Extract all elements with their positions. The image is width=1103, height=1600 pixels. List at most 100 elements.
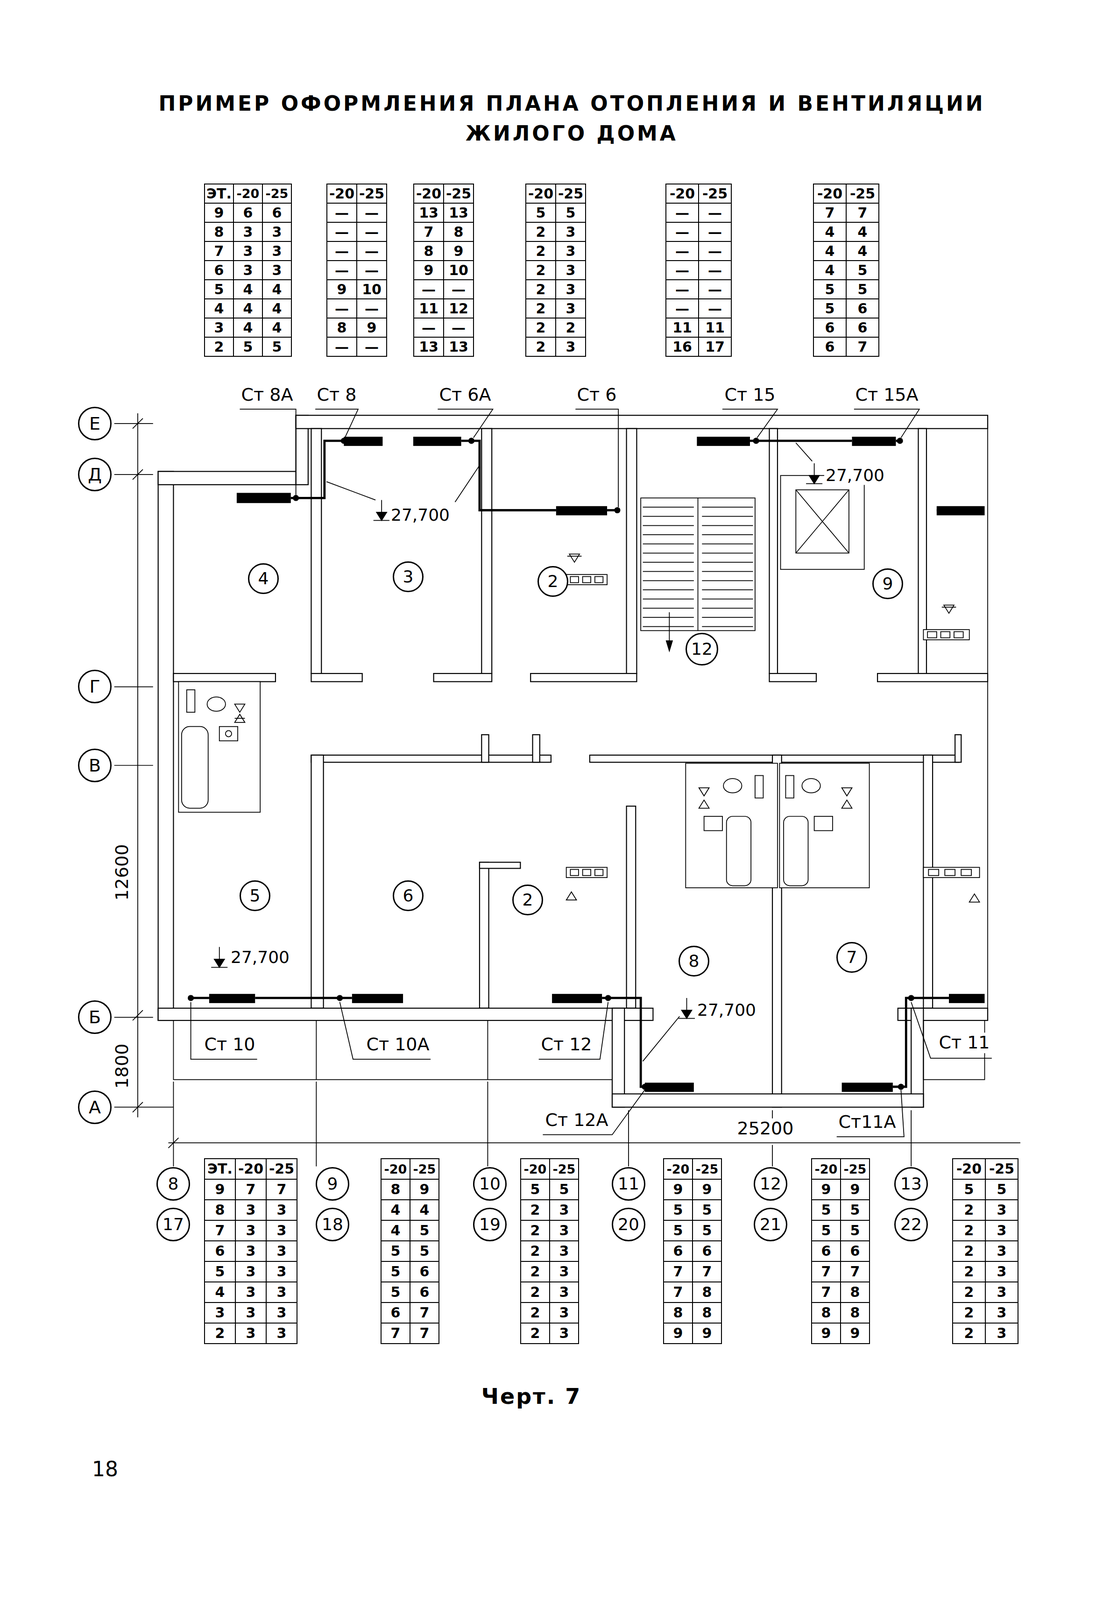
wall: [481, 428, 492, 674]
table-cell: 7: [409, 1322, 440, 1344]
dimension-line: [168, 1142, 1021, 1144]
table-cell: 6: [204, 1240, 236, 1262]
table-cell: 8: [840, 1301, 870, 1324]
table-value: —: [707, 225, 722, 240]
table-value: 5: [243, 339, 254, 354]
kitchen-stove: [566, 574, 608, 585]
wall: [479, 862, 489, 1008]
table-value: 6: [850, 1244, 861, 1259]
node-label: 3: [403, 568, 414, 586]
table-value: —: [707, 244, 722, 259]
table-value: 8: [424, 244, 434, 259]
table-value: -25: [265, 187, 289, 200]
table-value: —: [707, 263, 722, 278]
table-cell: -20: [234, 1158, 267, 1180]
table-cell: —: [356, 202, 388, 223]
radiator: [413, 436, 462, 446]
riser-dot: [614, 507, 621, 514]
table-cell: 6: [233, 202, 263, 223]
table-cell: 8: [204, 1199, 236, 1221]
table-cell: 3: [549, 1219, 580, 1242]
table-cell: —: [326, 298, 358, 319]
table-cell: 8: [692, 1301, 722, 1324]
staircase: [643, 507, 694, 627]
table-cell: 8: [413, 240, 445, 262]
table-value: 11: [672, 320, 693, 335]
table-cell: —: [356, 336, 388, 357]
leader-line: [911, 1002, 992, 1059]
table-value: —: [451, 320, 466, 335]
axis-marker: 17: [156, 1207, 191, 1242]
table-value: 3: [246, 1202, 256, 1217]
table-value: 5: [272, 339, 283, 354]
radiator: [209, 993, 255, 1004]
table-cell: —: [356, 298, 388, 319]
table-cell: —: [443, 317, 474, 338]
table-cell: —: [356, 240, 388, 262]
table-cell: 3: [261, 240, 292, 262]
table-value: 16: [672, 339, 693, 354]
table-cell: 2: [952, 1281, 986, 1303]
table-cell: 6: [845, 317, 880, 338]
leader-line: [836, 1089, 905, 1138]
table-cell: 2: [520, 1322, 551, 1344]
table-value: 6: [243, 205, 254, 220]
table-cell: -20: [952, 1158, 986, 1180]
table-cell: 2: [204, 336, 234, 357]
table-cell: 9: [663, 1178, 693, 1201]
table-value: 3: [565, 282, 576, 297]
vent-symbol: [941, 605, 957, 614]
kitchen-stove: [923, 867, 980, 878]
table-cell: 5: [409, 1219, 440, 1242]
table-value: 2: [536, 320, 546, 335]
elevation-mark: [686, 997, 688, 1011]
riser-dot: [753, 437, 760, 444]
axis-marker: 9: [315, 1166, 350, 1201]
table-value: 3: [559, 1202, 570, 1217]
table-cell: 3: [233, 240, 263, 262]
table-value: 6: [825, 320, 835, 335]
table-value: 3: [276, 1223, 287, 1238]
table-cell: —: [698, 260, 732, 281]
table-cell: 2: [525, 317, 557, 338]
table-cell: 5: [984, 1178, 1019, 1201]
table-cell: —: [326, 240, 358, 262]
table-cell: 7: [413, 221, 445, 242]
room-number: 5: [239, 880, 271, 912]
table-value: 6: [419, 1285, 430, 1300]
table-value: —: [364, 244, 379, 259]
table-cell: 13: [443, 336, 474, 357]
table-value: 6: [857, 301, 868, 316]
table-value: 4: [272, 320, 283, 335]
kitchen-stove: [594, 869, 603, 876]
table-value: 9: [215, 1182, 226, 1197]
table-cell: -25: [845, 183, 880, 204]
table-value: —: [334, 225, 349, 240]
table-value: 9: [821, 1326, 832, 1341]
table-cell: —: [326, 260, 358, 281]
table-cell: 3: [265, 1240, 298, 1262]
table-cell: 5: [840, 1199, 870, 1221]
heating-pipe: [892, 997, 912, 1087]
axis-marker: 13: [894, 1166, 928, 1201]
node-label: 19: [479, 1216, 501, 1233]
table-value: 2: [536, 244, 546, 259]
table-value: 3: [565, 339, 576, 354]
table-value: -25: [552, 1162, 576, 1176]
leader-line: [315, 409, 359, 438]
table-cell: 5: [692, 1219, 722, 1242]
node-label: 21: [759, 1216, 782, 1233]
table-cell: 5: [380, 1260, 411, 1283]
table-cell: 8: [663, 1301, 693, 1324]
table-cell: 4: [233, 279, 263, 300]
table-cell: 9: [409, 1178, 440, 1201]
axis-marker: 22: [894, 1207, 928, 1242]
title: ПРИМЕР ОФОРМЛЕНИЯ ПЛАНА ОТОПЛЕНИЯ И ВЕНТ…: [120, 88, 1023, 149]
table-cell: -20: [813, 183, 847, 204]
axis-marker: 8: [156, 1166, 191, 1201]
table-value: —: [364, 263, 379, 278]
table-value: 8: [702, 1285, 713, 1300]
table-value: 7: [419, 1326, 430, 1341]
wall: [433, 673, 493, 682]
table-value: 5: [996, 1182, 1007, 1197]
